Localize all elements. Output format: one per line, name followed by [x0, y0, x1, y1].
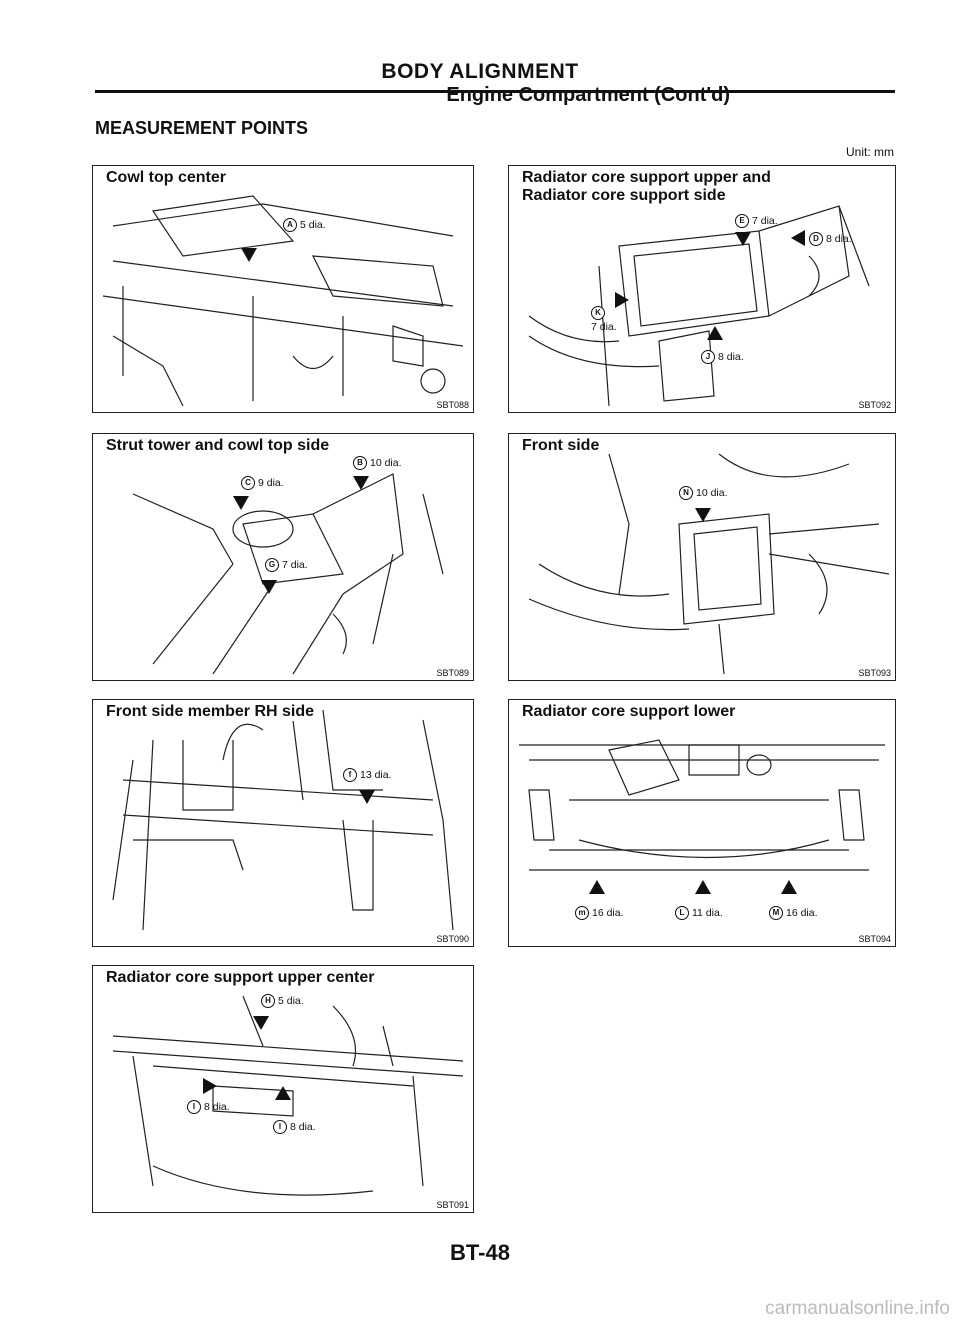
panel-title: Radiator core support upper center	[103, 969, 378, 987]
callout-text: 8 dia.	[718, 351, 744, 363]
figure-ref: SBT091	[436, 1200, 469, 1210]
down-arrow-icon	[735, 232, 751, 246]
up-arrow-icon	[707, 326, 723, 340]
diagonal-arrow-icon	[203, 1078, 217, 1094]
page-title: BODY ALIGNMENT	[381, 60, 579, 83]
callout-text: 10 dia.	[696, 487, 728, 499]
panel-title: Front side member RH side	[103, 703, 318, 721]
down-arrow-icon	[253, 1016, 269, 1030]
callout-text: 13 dia.	[360, 769, 392, 781]
callout-text: 7 dia.	[752, 215, 778, 227]
point-k-marker: K	[591, 306, 605, 321]
page-number: BT-48	[450, 1240, 510, 1265]
point-m-upper-marker: M	[769, 906, 783, 921]
callout-text: 11 dia.	[692, 907, 723, 919]
callout-text: 16 dia.	[592, 907, 624, 919]
section-title: MEASUREMENT POINTS	[95, 118, 309, 138]
drawing-front-side-member	[112, 709, 454, 931]
down-arrow-icon	[359, 790, 375, 804]
point-n-marker: N	[679, 486, 693, 501]
callout-text: 5 dia.	[278, 995, 304, 1007]
panel-title: Radiator core support upper and Radiator…	[519, 169, 774, 205]
down-arrow-icon	[241, 248, 257, 262]
figure-ref: SBT089	[436, 668, 469, 678]
figure-ref: SBT090	[436, 934, 469, 944]
callout-text: 10 dia.	[370, 457, 402, 469]
point-a-marker: A	[283, 218, 297, 233]
down-arrow-icon	[353, 476, 369, 490]
down-arrow-icon	[233, 496, 249, 510]
point-l-marker: L	[675, 906, 689, 921]
panel-title: Cowl top center	[103, 169, 230, 187]
point-c-marker: C	[241, 476, 255, 491]
point-i-right-marker: I	[273, 1120, 287, 1135]
figure-ref: SBT088	[436, 400, 469, 410]
down-arrow-icon	[695, 508, 711, 522]
figure-ref: SBT094	[858, 934, 891, 944]
up-arrow-icon	[275, 1086, 291, 1100]
point-g-marker: G	[265, 558, 279, 573]
point-j-marker: J	[701, 350, 715, 365]
drawing-front-side	[528, 453, 890, 675]
callout-text: 16 dia.	[786, 907, 818, 919]
left-arrow-icon	[791, 230, 805, 246]
up-arrow-icon	[695, 880, 711, 894]
drawing-cowl-top-center	[102, 195, 464, 407]
drawing-radiator-lower	[519, 739, 885, 871]
point-h-marker: H	[261, 994, 275, 1009]
callout-text: 8 dia.	[204, 1101, 230, 1113]
point-f-marker: f	[343, 768, 357, 783]
point-d-marker: D	[809, 232, 823, 247]
panel-radiator-upper-side: Radiator core support upper and Radiator…	[508, 165, 896, 413]
up-arrow-icon	[589, 880, 605, 894]
point-e-marker: E	[735, 214, 749, 229]
panel-title: Front side	[519, 437, 603, 455]
figure-ref: SBT093	[858, 668, 891, 678]
diagonal-arrow-icon	[615, 292, 629, 308]
unit-label: Unit: mm	[846, 145, 894, 159]
panel-title-line2: Radiator core support side	[522, 187, 726, 204]
up-arrow-icon	[781, 880, 797, 894]
callout-text: 5 dia.	[300, 219, 326, 231]
callout-text: 9 dia.	[258, 477, 284, 489]
callout-text: 8 dia.	[290, 1121, 316, 1133]
header-rule	[95, 90, 895, 93]
callout-text: 8 dia.	[826, 233, 852, 245]
down-arrow-icon	[261, 580, 277, 594]
point-b-marker: B	[353, 456, 367, 471]
drawing-strut-tower	[132, 473, 444, 675]
page-subtitle: Engine Compartment (Cont'd)	[446, 84, 730, 106]
callout-text: 7 dia.	[591, 321, 617, 334]
panel-title: Radiator core support lower	[519, 703, 739, 721]
watermark[interactable]: carmanualsonline.info	[765, 1298, 950, 1319]
figure-ref: SBT092	[858, 400, 891, 410]
point-i-left-marker: I	[187, 1100, 201, 1115]
panel-title: Strut tower and cowl top side	[103, 437, 333, 455]
panel-title-line1: Radiator core support upper and	[522, 169, 771, 186]
point-m-lower-marker: m	[575, 906, 589, 921]
callout-text: 7 dia.	[282, 559, 308, 571]
